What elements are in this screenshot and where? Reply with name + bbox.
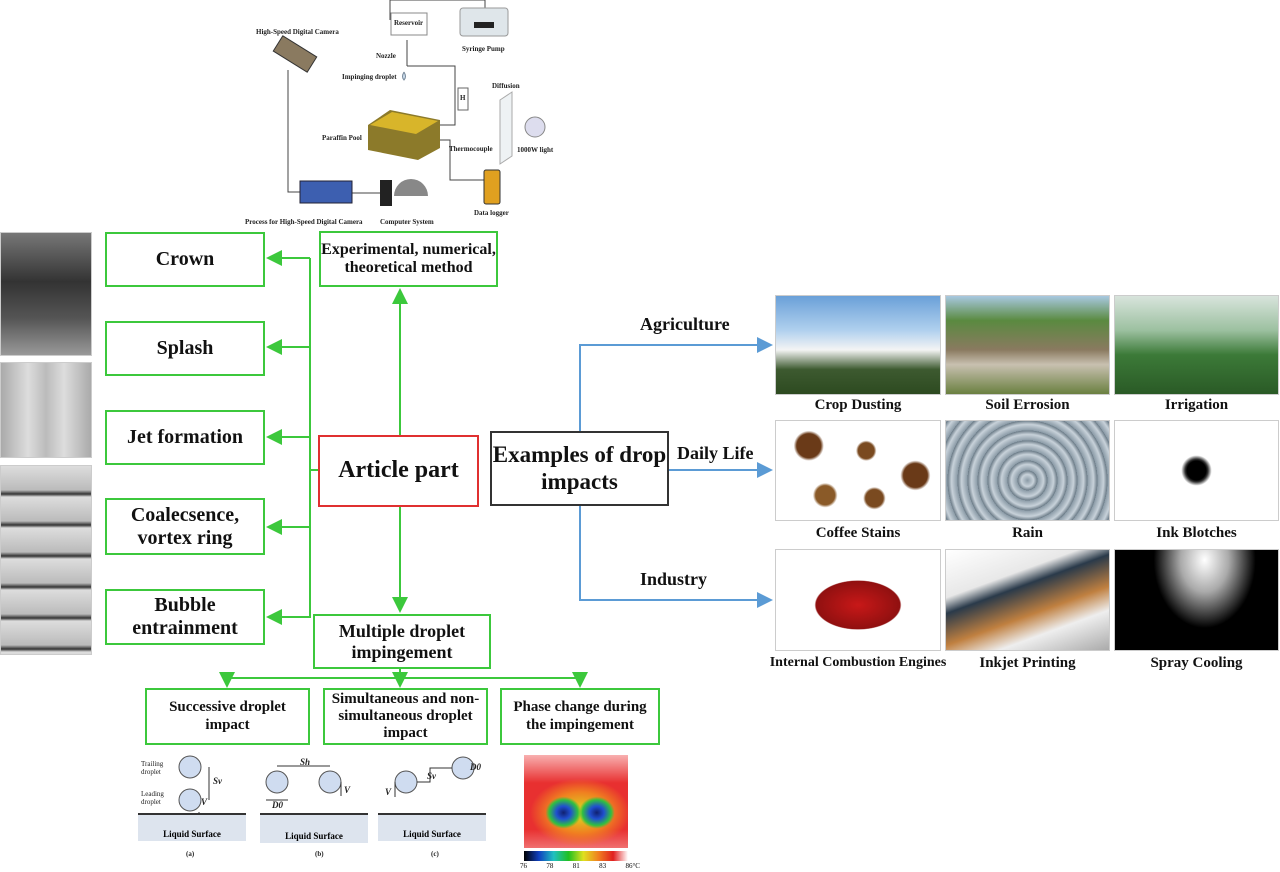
processor-label: Process for High-Speed Digital Camera: [245, 218, 363, 226]
label-c: (c): [431, 850, 439, 858]
soil-erosion-photo: [945, 295, 1110, 395]
agriculture-label: Agriculture: [640, 314, 730, 334]
colorbar-ticks: 76 78 81 83 86°C: [520, 862, 640, 870]
combustion-engine-photo: [775, 549, 941, 651]
colorbar-tick: 78: [546, 862, 554, 870]
label-b: (b): [315, 850, 324, 858]
droplet-label: Impinging droplet: [342, 73, 397, 81]
sv-label-a: Sv: [213, 776, 222, 786]
colorbar: [524, 851, 628, 861]
caption-soil-erosion: Soil Errosion: [985, 397, 1070, 413]
leading-droplet-label: Leading droplet: [141, 790, 164, 806]
trailing-droplet-label: Trailing droplet: [141, 760, 164, 776]
camera-label: High-Speed Digital Camera: [256, 28, 339, 36]
liquid-surface-b: Liquid Surface: [260, 813, 368, 843]
crop-dusting-photo: [775, 295, 941, 395]
green-arrows: [219, 250, 588, 688]
sh-label: Sh: [300, 757, 311, 767]
bubble-entrainment-box: Bubble entrainment: [105, 589, 265, 645]
caption-spray-cooling: Spray Cooling: [1150, 655, 1243, 671]
droplet-schematics: [178, 755, 475, 827]
d0-label-b: D0: [272, 800, 283, 810]
examples-box: Examples of drop impacts: [490, 431, 669, 506]
coffee-stains-photo: [775, 420, 941, 521]
reservoir-label: Reservoir: [394, 19, 424, 27]
nozzle-label: Nozzle: [376, 52, 396, 60]
pump-label: Syringe Pump: [462, 45, 505, 53]
phase-change-box: Phase change during the impingement: [500, 688, 660, 745]
caption-irrigation: Irrigation: [1164, 397, 1229, 413]
jet-photo: [0, 362, 92, 458]
caption-coffee-stains: Coffee Stains: [815, 525, 901, 541]
crown-box: Crown: [105, 232, 265, 287]
colorbar-tick: 83: [599, 862, 607, 870]
sv-label-c: Sv: [427, 771, 436, 781]
pool-label: Paraffin Pool: [322, 134, 362, 142]
jet-formation-box: Jet formation: [105, 410, 265, 465]
simultaneous-box: Simultaneous and non-simultaneous drople…: [323, 688, 488, 745]
irrigation-photo: [1114, 295, 1279, 395]
v-label-c: V: [385, 787, 392, 797]
v-label-a: V: [201, 797, 208, 807]
industry-label: Industry: [640, 569, 708, 589]
thermal-map: [524, 755, 628, 848]
h-label: H: [460, 94, 466, 102]
daily-life-label: Daily Life: [677, 443, 754, 463]
ink-blotches-photo: [1114, 420, 1279, 521]
splash-box: Splash: [105, 321, 265, 376]
colorbar-tick: 81: [572, 862, 580, 870]
thermocouple-label: Thermocouple: [449, 145, 493, 153]
successive-box: Successive droplet impact: [145, 688, 310, 745]
label-a: (a): [186, 850, 195, 858]
colorbar-tick: 76: [520, 862, 527, 870]
coalescence-box: Coalecsence, vortex ring: [105, 498, 265, 555]
inkjet-printing-photo: [945, 549, 1110, 651]
v-label-b: V: [344, 785, 351, 795]
liquid-surface-a: Liquid Surface: [138, 813, 246, 841]
blue-arrows: [579, 337, 773, 608]
caption-ink-blotches: Ink Blotches: [1156, 525, 1237, 541]
caption-crop-dusting: Crop Dusting: [814, 397, 902, 413]
d0-label-c: D0: [470, 762, 481, 772]
light-label: 1000W light: [517, 146, 554, 154]
diffusion-label: Diffusion: [492, 82, 520, 90]
rain-photo: [945, 420, 1110, 521]
caption-rain: Rain: [1012, 525, 1043, 541]
experimental-setup-drawing: [272, 0, 546, 206]
spray-cooling-photo: [1114, 549, 1279, 651]
liquid-surface-c: Liquid Surface: [378, 813, 486, 841]
method-box: Experimental, numerical, theoretical met…: [319, 231, 498, 287]
caption-inkjet-printing: Inkjet Printing: [979, 655, 1076, 671]
logger-label: Data logger: [474, 209, 509, 217]
vortex-photo-sequence: [0, 465, 92, 655]
crown-photo: [0, 232, 92, 356]
article-part-box: Article part: [318, 435, 479, 507]
colorbar-tick: 86°C: [625, 862, 640, 870]
multiple-droplet-box: Multiple droplet impingement: [313, 614, 491, 669]
caption-combustion-engines: Internal Combustion Engines: [769, 655, 947, 670]
computer-label: Computer System: [380, 218, 434, 226]
